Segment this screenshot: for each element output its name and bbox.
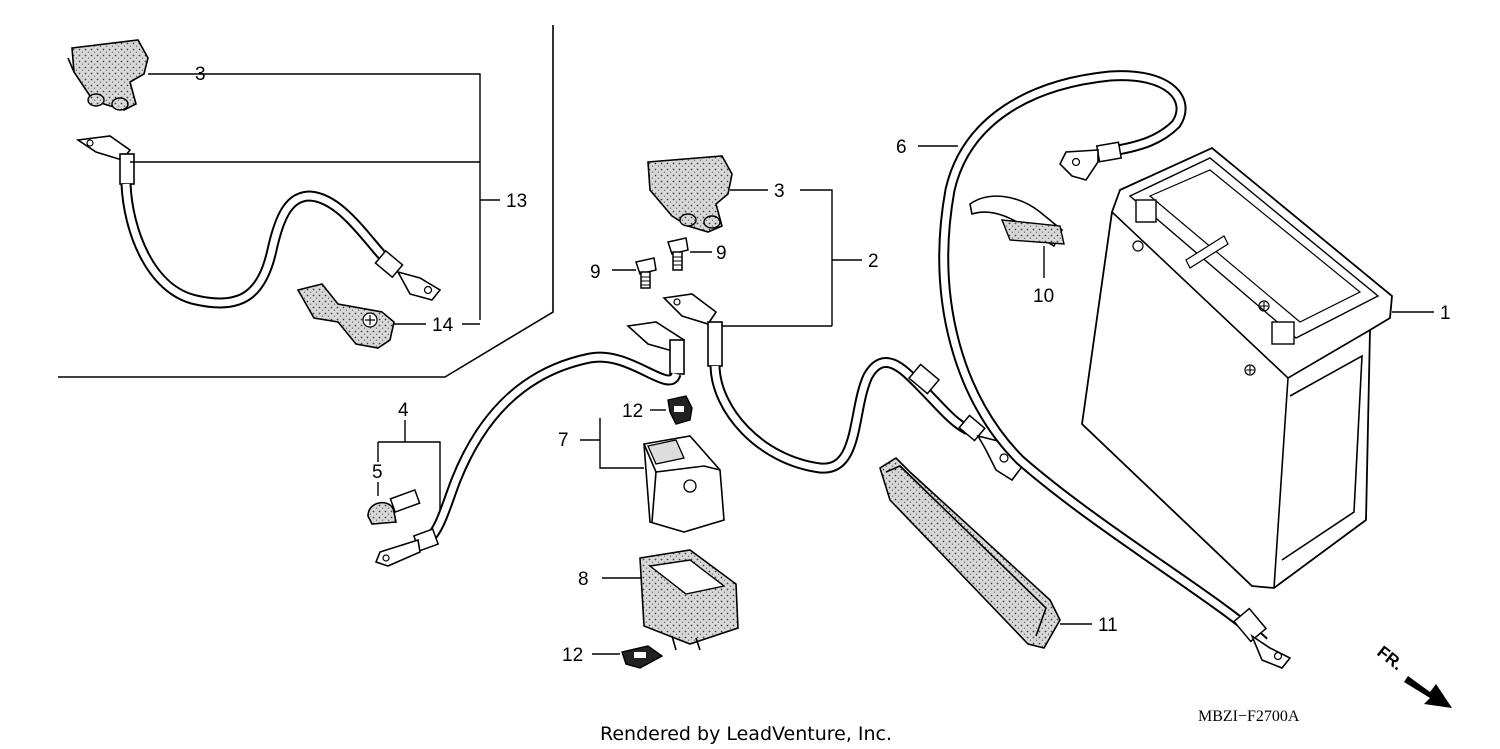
relay-cover: [639, 549, 739, 651]
battery: [1081, 146, 1393, 589]
callout-11: 11: [1098, 615, 1118, 636]
terminal-bolt-right: [667, 237, 689, 271]
positive-cable: [662, 293, 1025, 482]
fuse-top: [667, 395, 693, 425]
callout-9-left: 9: [590, 262, 601, 283]
callout-13: 13: [506, 191, 527, 212]
diagram-code: MBZI−F2700A: [1198, 708, 1300, 725]
callout-10: 10: [1033, 286, 1054, 307]
callout-8: 8: [578, 569, 589, 590]
battery-holder-band: [879, 456, 1061, 649]
callout-4: 4: [398, 400, 409, 421]
render-credit: Rendered by LeadVenture, Inc.: [600, 723, 892, 745]
leader-3-main: [730, 189, 833, 326]
callout-7: 7: [558, 430, 569, 451]
negative-cable: [938, 70, 1292, 669]
terminal-cover: [647, 155, 733, 233]
inset-battery-cable: [75, 135, 442, 309]
callout-3-inset: 3: [195, 64, 206, 85]
front-direction-indicator: FR.: [1374, 642, 1452, 708]
terminal-bolt-left: [635, 257, 657, 289]
inset-terminal-cap: [296, 283, 395, 349]
callout-5: 5: [372, 462, 383, 483]
inset-terminal-cover: [67, 39, 149, 111]
starter-relay: [643, 435, 725, 533]
leader-4: [378, 420, 441, 510]
leader-7: [599, 418, 644, 469]
callout-6: 6: [896, 137, 907, 158]
callout-9-right: 9: [716, 243, 727, 264]
relay-bolt: [367, 489, 421, 525]
front-arrow-icon: [1404, 676, 1452, 708]
leader-3-inset: [148, 73, 481, 320]
starter-relay-cable: [374, 321, 686, 567]
callout-3-main: 3: [774, 181, 785, 202]
callout-12-bottom: 12: [562, 645, 583, 666]
fuse-bottom: [621, 645, 664, 669]
callout-1: 1: [1440, 303, 1451, 324]
callout-2: 2: [868, 251, 879, 272]
inset-border: [58, 25, 554, 378]
callout-12-top: 12: [622, 401, 643, 422]
battery-strap: [969, 195, 1065, 248]
front-direction-label: FR.: [1374, 642, 1407, 674]
callout-14: 14: [432, 315, 454, 336]
